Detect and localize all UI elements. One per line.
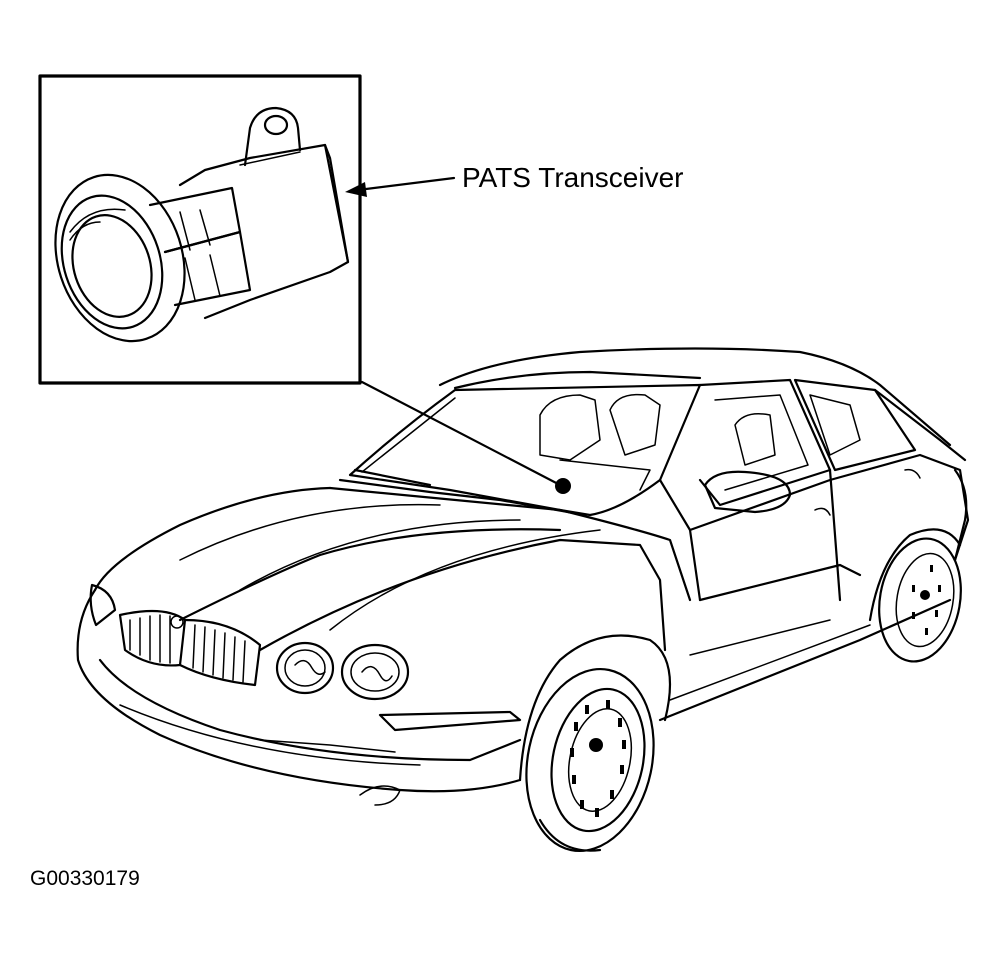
inset-detail	[38, 74, 571, 494]
transceiver-part-illustration	[54, 106, 350, 343]
car-illustration	[76, 347, 970, 853]
inset-frame	[38, 74, 362, 385]
callout-arrow	[345, 176, 456, 197]
figure-id: G00330179	[30, 867, 140, 890]
leader-line	[360, 380, 564, 488]
pats-transceiver-label: PATS Transceiver	[462, 162, 684, 193]
location-dot	[555, 478, 571, 494]
